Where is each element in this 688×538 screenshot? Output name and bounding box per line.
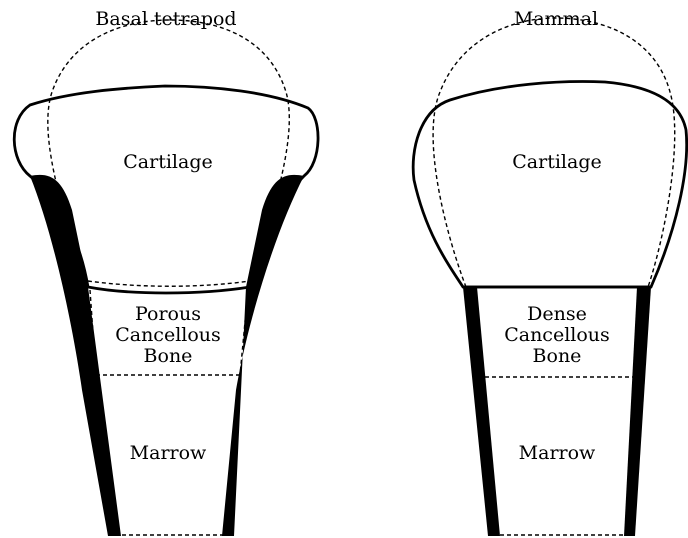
cancellous-label-line-1: Dense [527, 303, 587, 325]
panel-title: Basal tetrapod [95, 8, 236, 30]
cancellous-label-line-2: Cancellous [504, 324, 610, 346]
panel-title: Mammal [514, 8, 598, 30]
cortical-bone-right-wall [222, 175, 304, 536]
marrow-label: Marrow [130, 442, 207, 464]
growth-plate-dashed-line [88, 281, 250, 286]
basal-tetrapod-panel: Basal tetrapod Cartilage Porous Cancello… [14, 8, 318, 536]
marrow-label: Marrow [519, 442, 596, 464]
cortical-bone-left-wall [463, 287, 500, 536]
cancellous-label-line-2: Cancellous [115, 324, 221, 346]
mammal-panel: Mammal Cartilage Dense Cancellous Bone M… [413, 8, 687, 536]
cortical-bone-left-wall [30, 175, 121, 536]
cartilage-label: Cartilage [512, 151, 601, 173]
cancellous-label-line-1: Porous [135, 303, 201, 325]
cancellous-label-line-3: Bone [533, 345, 582, 367]
cartilage-label: Cartilage [123, 151, 212, 173]
cartilage-outline [413, 82, 687, 287]
cancellous-label-line-3: Bone [144, 345, 193, 367]
cortical-bone-right-wall [624, 287, 651, 536]
